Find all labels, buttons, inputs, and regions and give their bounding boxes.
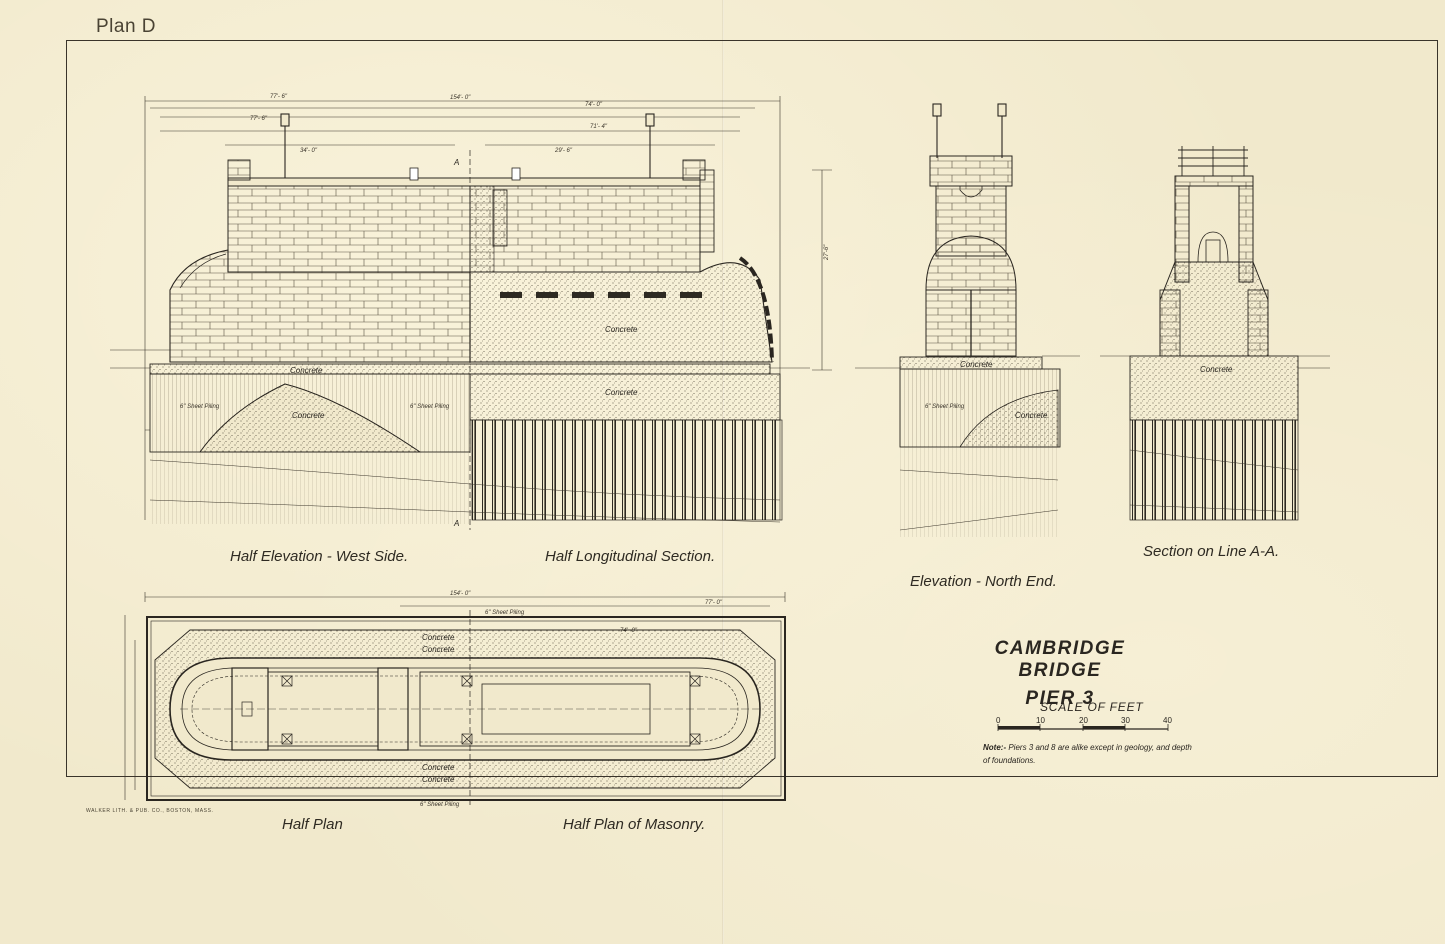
caption-half-plan-masonry: Half Plan of Masonry. xyxy=(563,816,706,833)
svg-text:Concrete: Concrete xyxy=(605,388,638,397)
section-a-a: Concrete xyxy=(1100,146,1330,521)
half-plan: 154'- 0" 77'- 0" 74'- 0" 6" Sheet Piling… xyxy=(124,591,786,808)
scale-title: SCALE OF FEET xyxy=(1040,700,1144,714)
svg-text:A: A xyxy=(453,519,459,528)
title-block: CAMBRIDGE BRIDGE PIER 3 xyxy=(960,638,1160,710)
scale-tick-20: 20 xyxy=(1079,716,1088,725)
svg-text:34'- 0": 34'- 0" xyxy=(300,148,318,154)
scale-tick-40: 40 xyxy=(1163,716,1172,725)
svg-text:77'- 6": 77'- 6" xyxy=(270,94,288,100)
svg-text:154'- 0": 154'- 0" xyxy=(450,591,471,597)
svg-text:29'- 6": 29'- 6" xyxy=(554,148,573,154)
svg-text:Concrete: Concrete xyxy=(422,775,455,784)
svg-text:Concrete: Concrete xyxy=(290,366,323,375)
svg-text:74'- 0": 74'- 0" xyxy=(585,102,603,108)
svg-text:A: A xyxy=(453,158,459,167)
concrete-label-1: Concrete xyxy=(605,325,638,334)
svg-text:6" Sheet Piling: 6" Sheet Piling xyxy=(420,802,460,808)
caption-half-longitudinal: Half Longitudinal Section. xyxy=(545,548,716,565)
svg-text:6" Sheet Piling: 6" Sheet Piling xyxy=(410,404,450,410)
half-elevation-longitudinal: 77'- 6" 74'- 0" 77'- 6" 71'- 4" 34'- 0" … xyxy=(110,94,832,530)
svg-text:Concrete: Concrete xyxy=(960,360,993,369)
printer-credit: WALKER LITH. & PUB. CO., BOSTON, MASS. xyxy=(86,808,214,814)
scale-tick-0: 0 xyxy=(996,716,1001,725)
svg-text:Concrete: Concrete xyxy=(1015,411,1048,420)
svg-text:Concrete: Concrete xyxy=(292,411,325,420)
svg-text:71'- 4": 71'- 4" xyxy=(590,124,608,130)
drawing-title: CAMBRIDGE BRIDGE xyxy=(994,638,1126,681)
svg-text:Concrete: Concrete xyxy=(1200,365,1233,374)
note-text: Piers 3 and 8 are alike except in geolog… xyxy=(983,743,1192,765)
caption-elevation-north: Elevation - North End. xyxy=(910,573,1057,590)
note-lead: Note:- xyxy=(983,743,1007,752)
svg-text:6" Sheet Piling: 6" Sheet Piling xyxy=(485,610,525,616)
drawing-subtitle: PIER 3 xyxy=(1025,688,1095,709)
svg-text:Concrete: Concrete xyxy=(422,633,455,642)
svg-text:27'-6": 27'-6" xyxy=(824,244,830,261)
scale-tick-10: 10 xyxy=(1036,716,1045,725)
scale-tick-30: 30 xyxy=(1121,716,1130,725)
svg-text:77'- 6": 77'- 6" xyxy=(250,116,268,122)
svg-text:Concrete: Concrete xyxy=(422,763,455,772)
note: Note:- Piers 3 and 8 are alike except in… xyxy=(983,741,1193,767)
svg-text:6" Sheet Piling: 6" Sheet Piling xyxy=(925,404,965,410)
elevation-north-end: Concrete Concrete 6" Sheet Piling xyxy=(855,103,1080,537)
caption-section-aa: Section on Line A-A. xyxy=(1143,543,1280,560)
svg-text:154'- 0": 154'- 0" xyxy=(450,95,471,101)
caption-half-elevation-west: Half Elevation - West Side. xyxy=(230,548,409,565)
caption-half-plan: Half Plan xyxy=(282,816,343,833)
svg-text:6" Sheet Piling: 6" Sheet Piling xyxy=(180,404,220,410)
plan-label: Plan D xyxy=(96,16,157,37)
svg-text:77'- 0": 77'- 0" xyxy=(705,600,723,606)
svg-text:Concrete: Concrete xyxy=(422,645,455,654)
